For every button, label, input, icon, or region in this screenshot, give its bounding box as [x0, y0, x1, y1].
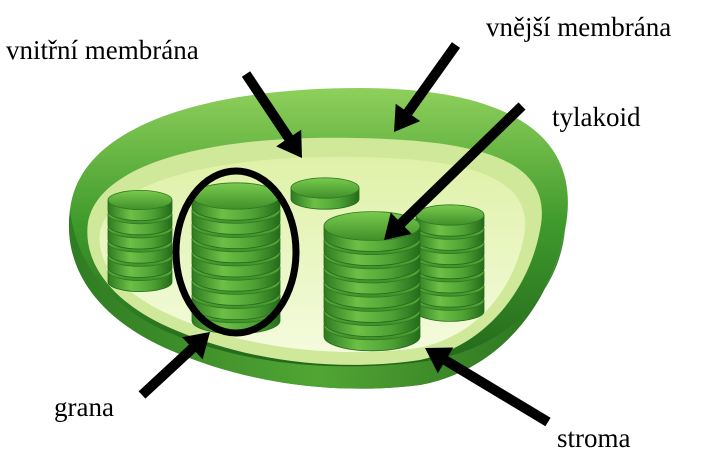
thylakoid-disk: [192, 183, 280, 220]
granum-stack-right: [416, 205, 484, 322]
arrow-stroma: [425, 348, 551, 427]
label-grana: grana: [54, 394, 114, 421]
label-outer-membrane: vnější membrána: [486, 14, 671, 41]
label-inner-membrane: vnitřní membrána: [6, 37, 199, 64]
label-thylakoid: tylakoid: [552, 104, 641, 131]
granum-stack-left: [108, 190, 172, 291]
thylakoid-disk: [291, 178, 359, 209]
thylakoid-disk: [416, 205, 484, 236]
granum-stack-back: [291, 178, 359, 209]
thylakoid-disk: [108, 190, 172, 220]
granum-stack-circled: [192, 183, 280, 334]
